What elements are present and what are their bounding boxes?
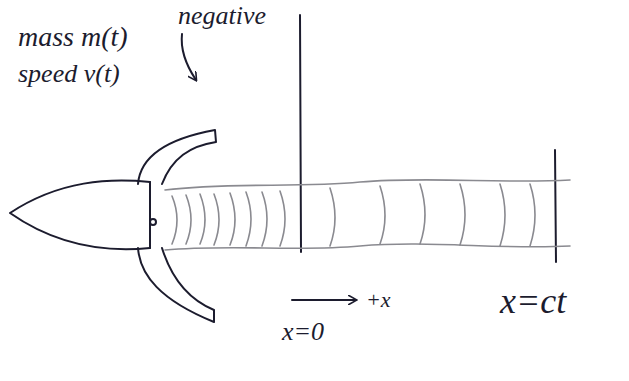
sign-note: negative [178,2,266,31]
mass-label: mass m(t) [18,22,128,53]
front-position-label: x=ct [500,282,566,322]
speed-label: speed v(t) [18,60,120,89]
axis-direction: +x [366,288,391,312]
origin-label: x=0 [282,318,324,347]
